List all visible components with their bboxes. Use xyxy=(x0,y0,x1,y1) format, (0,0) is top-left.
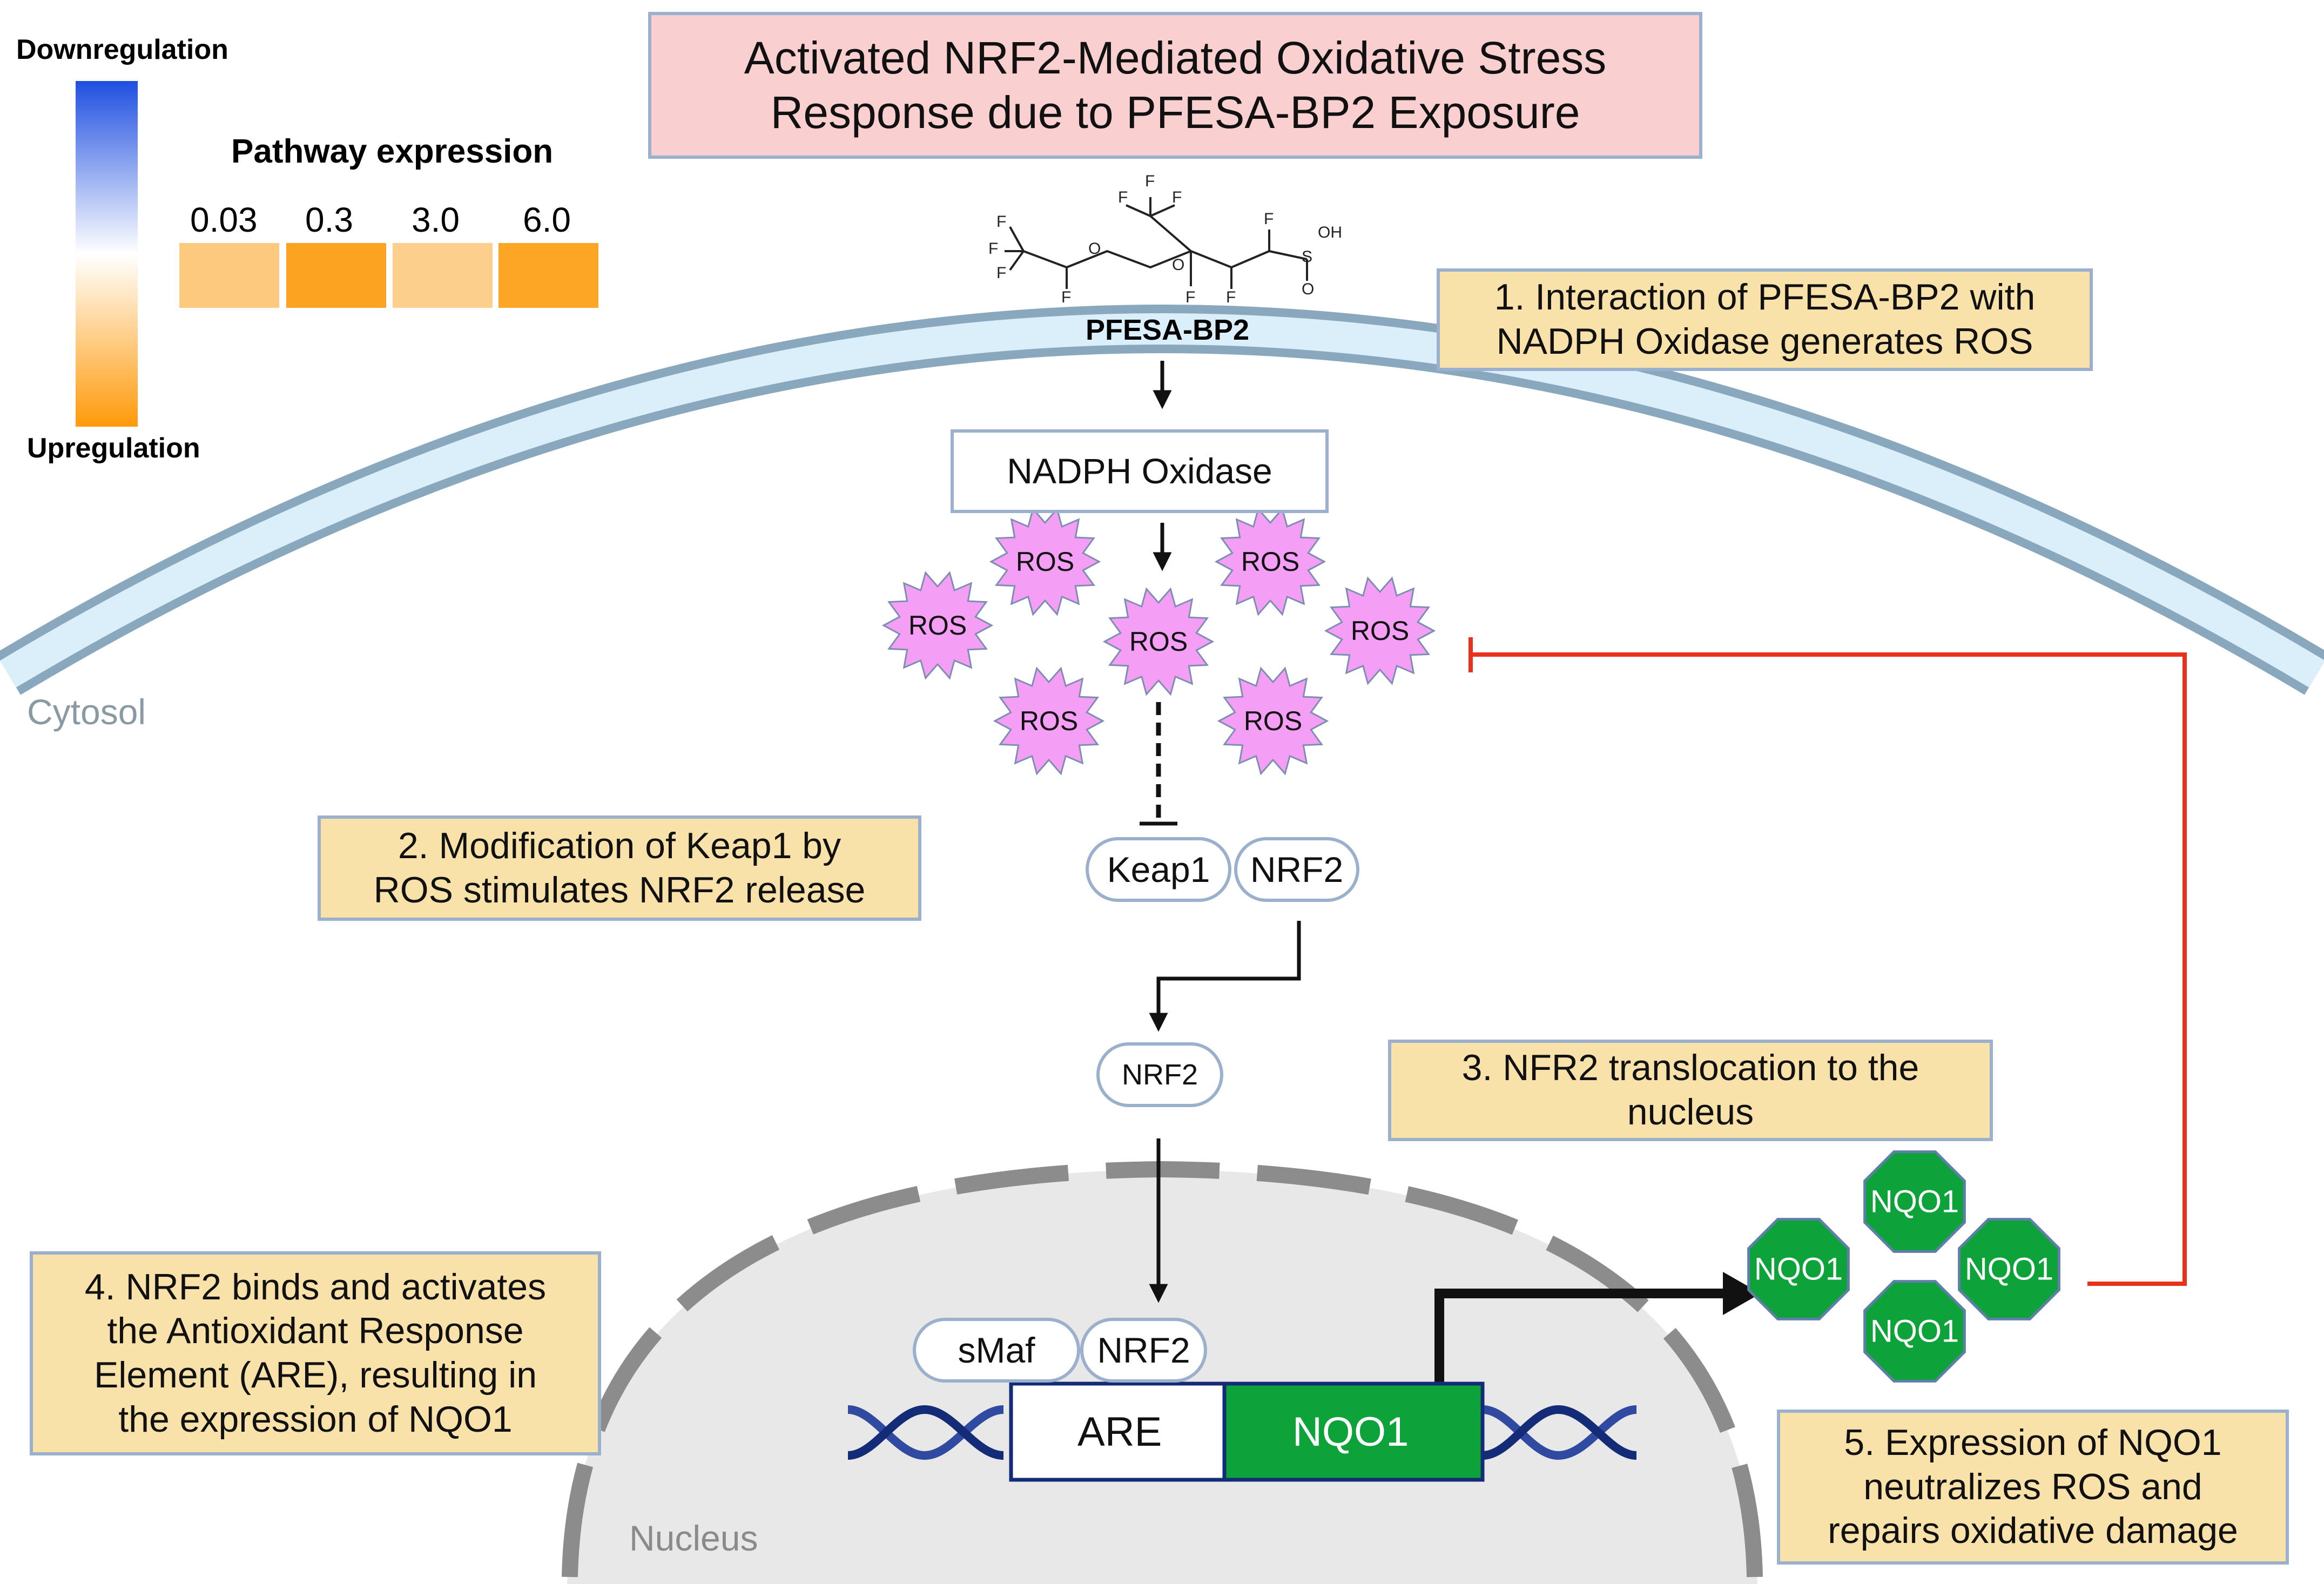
nqo1-protein xyxy=(1747,1218,1850,1320)
nqo1-protein-label: NQO1 xyxy=(1870,1313,1959,1349)
nqo1-protein xyxy=(1863,1150,1966,1253)
atom-o: O xyxy=(1302,280,1314,298)
legend-title: Pathway expression xyxy=(231,133,554,170)
legend-cell-3.0 xyxy=(393,243,493,308)
cytosol-label: Cytosol xyxy=(27,692,146,732)
atom-oh: OH xyxy=(1318,224,1342,241)
step-3-box: 3. NFR2 translocation to the nucleus xyxy=(1388,1040,1993,1141)
nrf2-nuclear-pill: NRF2 xyxy=(1080,1318,1207,1383)
legend-value-0.3: 0.3 xyxy=(305,200,353,239)
ros-burst xyxy=(1214,507,1326,616)
title-line-2: Response due to PFESA-BP2 Exposure xyxy=(770,87,1580,138)
atom-s: S xyxy=(1302,248,1312,266)
pfesa-bp2-structure xyxy=(1005,197,1308,289)
step-5-box: 5. Expression of NQO1 neutralizes ROS an… xyxy=(1777,1410,2289,1565)
title-line-1: Activated NRF2-Mediated Oxidative Stress xyxy=(744,32,1607,84)
step-5-line-2: neutralizes ROS and xyxy=(1863,1466,2202,1507)
atom-f: F xyxy=(1145,172,1155,190)
nqo1-protein-group xyxy=(1747,1150,2060,1383)
step-3-line-2: nucleus xyxy=(1627,1091,1754,1133)
legend-cell-0.3 xyxy=(286,243,386,308)
step-4-line-3: Element (ARE), resulting in xyxy=(93,1354,537,1396)
atom-f: F xyxy=(996,213,1006,231)
step-4-line-4: the expression of NQO1 xyxy=(118,1398,513,1440)
diagram-title: Activated NRF2-Mediated Oxidative Stress… xyxy=(648,12,1702,159)
step-1-line-2: NADPH Oxidase generates ROS xyxy=(1496,321,2033,362)
dna-left xyxy=(847,1405,1004,1460)
legend-gradient-bar xyxy=(76,81,138,427)
step-4-line-1: 4. NRF2 binds and activates xyxy=(84,1266,547,1307)
arrow-nrf2-release xyxy=(1149,921,1301,1032)
legend-value-6.0: 6.0 xyxy=(523,200,571,239)
step-3-line-1: 3. NFR2 translocation to the xyxy=(1461,1047,1919,1089)
ros-burst xyxy=(881,571,994,680)
step-2-box: 2. Modification of Keap1 by ROS stimulat… xyxy=(318,815,921,921)
ros-group xyxy=(881,507,1436,776)
step-2-line-2: ROS stimulates NRF2 release xyxy=(373,869,866,911)
expression-arrow xyxy=(1434,1272,1761,1388)
step-1-line-1: 1. Interaction of PFESA-BP2 with xyxy=(1494,277,2036,318)
atom-f: F xyxy=(1061,288,1071,306)
are-element xyxy=(1009,1381,1227,1482)
atom-f: F xyxy=(1226,288,1236,306)
nqo1-gene xyxy=(1222,1381,1485,1482)
legend-cell-6.0 xyxy=(499,243,598,308)
ros-keap1-inhibition xyxy=(1140,702,1177,826)
legend-upregulation-label: Upregulation xyxy=(27,433,200,464)
dna-right xyxy=(1482,1405,1637,1460)
ros-label: ROS xyxy=(1243,706,1303,736)
are-label: ARE xyxy=(1077,1409,1162,1455)
nrf2-free-pill: NRF2 xyxy=(1096,1042,1223,1107)
atom-f: F xyxy=(996,264,1006,282)
smaf-pill: sMaf xyxy=(913,1318,1080,1383)
nadph-oxidase: NADPH Oxidase xyxy=(951,429,1329,513)
nqo1-inhibits-ros xyxy=(1469,637,2187,1286)
nrf2-bound-pill: NRF2 xyxy=(1234,837,1359,902)
nqo1-protein-label: NQO1 xyxy=(1754,1251,1843,1287)
ros-label: ROS xyxy=(908,610,967,641)
atom-f: F xyxy=(988,240,998,258)
ros-burst xyxy=(989,507,1101,616)
cell-membrane xyxy=(0,305,2324,695)
atom-f: F xyxy=(1264,210,1274,228)
legend-value-3.0: 3.0 xyxy=(412,200,460,239)
atom-f: F xyxy=(1172,188,1182,206)
nqo1-protein-label: NQO1 xyxy=(1870,1184,1959,1219)
step-5-line-1: 5. Expression of NQO1 xyxy=(1844,1422,2222,1464)
nqo1-gene-label: NQO1 xyxy=(1292,1409,1409,1455)
nqo1-protein xyxy=(1863,1280,1966,1383)
keap1-pill: Keap1 xyxy=(1086,837,1231,902)
ros-label: ROS xyxy=(1015,547,1075,577)
ros-label: ROS xyxy=(1241,547,1300,577)
legend-value-0.03: 0.03 xyxy=(190,200,258,239)
ros-burst xyxy=(1324,576,1436,685)
step-2-line-1: 2. Modification of Keap1 by xyxy=(398,825,841,866)
legend-downregulation-label: Downregulation xyxy=(16,34,228,65)
ros-label: ROS xyxy=(1129,626,1188,657)
atom-o: O xyxy=(1088,240,1101,258)
atom-f: F xyxy=(1185,288,1195,306)
atom-f: F xyxy=(1118,188,1128,206)
ros-label: ROS xyxy=(1350,616,1410,646)
ros-burst xyxy=(1102,587,1215,696)
nucleus-label: Nucleus xyxy=(629,1518,758,1558)
step-4-line-2: the Antioxidant Response xyxy=(107,1310,524,1352)
ros-label: ROS xyxy=(1019,706,1079,736)
pathway-arrows xyxy=(1149,361,1301,1303)
molecule-name: PFESA-BP2 xyxy=(1086,314,1250,346)
step-5-line-3: repairs oxidative damage xyxy=(1828,1510,2238,1552)
atom-o: O xyxy=(1172,256,1184,274)
molecule-atom-labels: F F F F F F F F F O O F S OH O xyxy=(988,172,1342,306)
nqo1-protein-label: NQO1 xyxy=(1964,1251,2054,1287)
ros-burst xyxy=(993,666,1105,776)
step-4-box: 4. NRF2 binds and activates the Antioxid… xyxy=(30,1251,601,1455)
nqo1-protein xyxy=(1958,1218,2060,1320)
step-1-box: 1. Interaction of PFESA-BP2 with NADPH O… xyxy=(1437,268,2093,371)
legend-cell-0.03 xyxy=(179,243,279,308)
ros-burst xyxy=(1217,666,1329,776)
